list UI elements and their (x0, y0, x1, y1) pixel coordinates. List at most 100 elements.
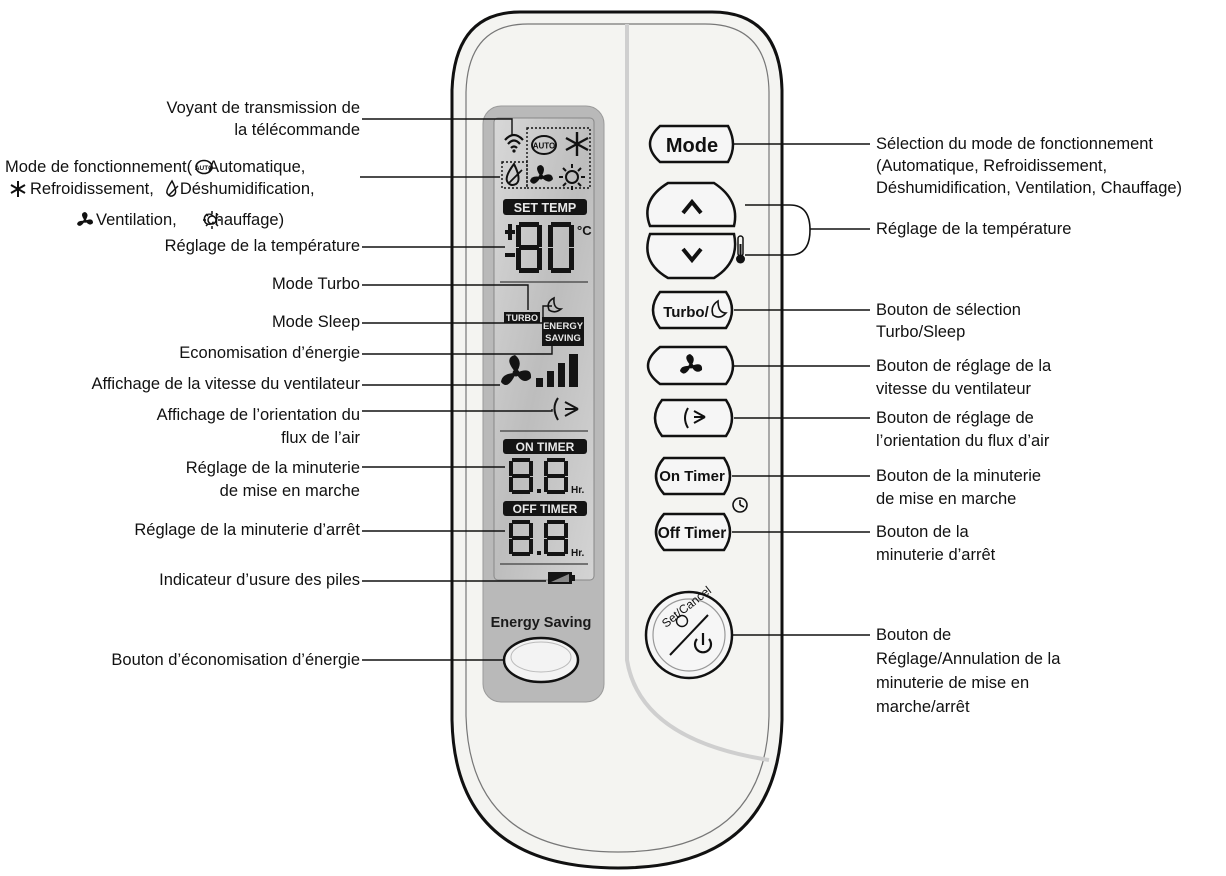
energy-lcd-label-1: ENERGY (543, 321, 584, 332)
label-dry-icon (166, 179, 179, 197)
on-timer-lcd-label: ON TIMER (516, 440, 575, 454)
svg-text:AUTO: AUTO (533, 142, 556, 151)
turbo-button[interactable]: Turbo/ (651, 290, 734, 330)
label-mode-2b: Déshumidification, (179, 180, 315, 198)
on-timer-digits (509, 458, 568, 494)
label-mode-2: Refroidissement, (30, 180, 154, 198)
label-r-airflow-1: Bouton de réglage de (876, 409, 1034, 427)
label-transmission-2: la télécommande (234, 121, 360, 139)
label-r-fan-1: Bouton de réglage de la (876, 357, 1052, 375)
cool-icon (565, 132, 589, 156)
label-on-timer-1: Réglage de la minuterie (185, 459, 360, 477)
mode-icons-box-2 (501, 161, 528, 189)
label-r-set-3: minuterie de mise en (876, 674, 1030, 692)
label-eco-button: Bouton d’économisation d’énergie (111, 651, 360, 669)
set-cancel-button[interactable]: Set/Cancel (644, 583, 734, 680)
left-leaders (360, 118, 553, 661)
label-r-mode-1: Sélection du mode de fonctionnement (876, 135, 1154, 153)
energy-lcd-label-2: SAVING (545, 333, 581, 344)
energy-badge (542, 317, 584, 346)
label-transmission-1: Voyant de transmission de (166, 99, 360, 117)
label-mode-line-3: Ventilation, Chauffage) (96, 210, 284, 231)
auto-icon: AUTO (531, 135, 557, 155)
on-timer-button[interactable]: On Timer (654, 456, 732, 496)
label-mode-line-2: Refroidissement, Déshumidification, (30, 179, 315, 200)
energy-saving-button[interactable] (502, 636, 580, 684)
label-r-temp: Réglage de la température (876, 220, 1072, 238)
transmission-icon (504, 133, 524, 153)
swing-button-icon (684, 407, 706, 429)
fan-button-icon (680, 354, 703, 374)
mode-button-label: Mode (666, 135, 718, 157)
label-airflow-1: Affichage de l’orientation du (156, 406, 360, 424)
label-temp: Réglage de la température (164, 237, 360, 255)
off-timer-badge (503, 501, 587, 516)
swing-icon (553, 397, 579, 421)
label-r-airflow-2: l’orientation du flux d’air (876, 432, 1050, 450)
label-r-mode-3: Déshumidification, Ventilation, Chauffag… (876, 179, 1183, 197)
battery-icon (548, 572, 575, 584)
on-timer-badge (503, 439, 587, 454)
label-r-turbo-2: Turbo/Sleep (876, 323, 966, 341)
label-r-on-timer-1: Bouton de la minuterie (876, 467, 1042, 485)
label-r-set-1: Bouton de (876, 626, 952, 644)
off-timer-button[interactable]: Off Timer (654, 512, 732, 552)
label-r-set-4: marche/arrêt (876, 698, 970, 716)
clock-icon (732, 497, 748, 513)
label-r-set-2: Réglage/Annulation de la (876, 650, 1061, 668)
label-auto-icon: AUTO (195, 159, 213, 175)
label-r-mode-2: (Automatique, Refroidissement, (876, 157, 1108, 175)
heat-icon (559, 164, 585, 190)
lcd-frame (482, 105, 605, 703)
label-eco: Economisation d’énergie (179, 344, 360, 362)
fan-button[interactable] (646, 345, 735, 386)
turbo-button-label: Turbo/ (663, 304, 709, 321)
fan-icon (530, 165, 553, 184)
sleep-button-icon (711, 299, 728, 318)
label-battery: Indicateur d’usure des piles (159, 571, 360, 589)
temp-up-button[interactable] (646, 181, 737, 228)
label-r-off-timer-1: Bouton de la (876, 523, 969, 541)
set-clock-icon (675, 614, 689, 628)
turbo-lcd-label: TURBO (506, 313, 538, 323)
label-airflow-2: flux de l’air (281, 429, 360, 447)
label-mode-3b: Chauffage) (202, 211, 285, 229)
set-temp-label: SET TEMP (514, 201, 577, 215)
arrow-up-icon (681, 198, 703, 215)
label-fan-speed: Affichage de la vitesse du ventilateur (91, 375, 360, 393)
label-sleep: Mode Sleep (271, 313, 360, 331)
degree-label: °C (577, 223, 592, 238)
label-cool-icon (10, 181, 26, 197)
label-mode-1: Mode de fonctionnement( (5, 158, 193, 176)
arrow-down-icon (681, 247, 703, 264)
label-fan-icon (77, 212, 93, 226)
label-mode-line-1: Mode de fonctionnement( Automatique, (5, 157, 305, 178)
right-leaders (732, 143, 870, 636)
label-on-timer-2: de mise en marche (219, 482, 360, 500)
mode-button[interactable]: Mode (648, 124, 735, 164)
label-mode-3: Ventilation, (96, 211, 177, 229)
label-off-timer: Réglage de la minuterie d’arrêt (134, 521, 360, 539)
label-r-fan-2: vitesse du ventilateur (876, 380, 1032, 398)
label-mode-1b: Automatique, (208, 158, 306, 176)
on-timer-button-label: On Timer (659, 468, 725, 485)
mode-icons-box (526, 127, 591, 189)
label-r-off-timer-2: minuterie d’arrêt (876, 546, 996, 564)
fan-speed-bars (536, 354, 578, 387)
turbo-badge (504, 312, 540, 323)
label-r-on-timer-2: de mise en marche (876, 490, 1017, 508)
off-timer-hr: Hr. (571, 548, 585, 559)
off-timer-lcd-label: OFF TIMER (513, 502, 578, 516)
off-timer-digits (509, 520, 568, 556)
sleep-icon (547, 296, 564, 313)
set-temp-badge (503, 199, 587, 215)
swing-button[interactable] (653, 398, 734, 438)
svg-text:AUTO: AUTO (195, 165, 213, 172)
temp-down-button[interactable] (646, 232, 737, 280)
fan-speed-icon (501, 355, 532, 385)
dry-icon (505, 162, 523, 186)
temp-digits (505, 222, 574, 273)
label-heat-icon (203, 211, 221, 229)
temp-bracket (745, 204, 811, 256)
